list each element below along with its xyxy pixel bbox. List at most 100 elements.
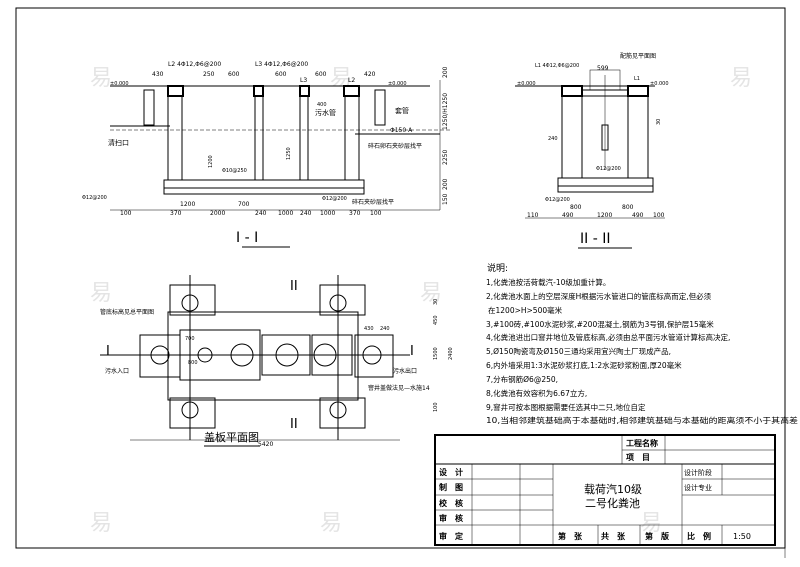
drawing-label: 审 核 [439,513,463,523]
drawing-label: 套管 [395,106,409,115]
scale-value: 1:50 [733,532,751,541]
drawing-label: 6,内外墙采用1:3水泥砂浆打底,1:2水泥砂浆粉面,厚20毫米 [486,360,682,370]
drawing-label: 比 例 [687,531,711,541]
section-1-1: L2 4Φ12,Φ6@200 L3 4Φ12,Φ6@200 L3 L2 430 … [82,61,450,248]
drawing-label: 易 [330,66,352,91]
drawing-label: 5,Ø150陶瓷弯及Ø150三通均采用宜兴陶土厂现成产品, [486,346,671,356]
drawing-label: 项 目 [626,453,650,462]
notes: 说明: 1,化粪池按活荷载汽-10级加重计算。 2,化粪池水面上的空层深度H根据… [486,262,799,425]
title-block: 工程名称 项 目 设 计 制 图 校 核 审 核 审 定 载荷汽10级 二号化粪… [434,434,776,546]
drawing-label: 599 [597,65,609,72]
drawing-label: 9,窨井可按本图根据需要任选其中二只,地位自定 [486,402,646,412]
drawing-label: 碎石夹砂层找平 [352,198,394,206]
drawing-label: 在1200>H>500毫米 [488,305,563,315]
drawing-label: 240 [255,210,267,217]
drawing-label: Φ12@200 [545,197,570,203]
drawing-label: 110 [527,212,539,219]
drawing-label: 240 [548,136,558,142]
drawing-label: 1500 [433,347,439,360]
drawing-label: Φ12@200 [596,166,621,172]
drawing-label: 2,化粪池水面上的空层深度H根据污水管进口的管底标高而定,但必须 [486,291,712,301]
drawing-label: 易 [420,281,442,306]
section-1-label: I - I [236,230,258,246]
drawing-label: 易 [320,511,342,536]
drawing-label: 制 图 [439,482,463,492]
drawing-label: 700 [238,201,250,208]
drawing-label: 配筋见平面图 [620,52,656,60]
drawing-label: 700 [185,336,195,342]
drawing-label: L1 4Φ12,Φ6@200 [535,63,579,69]
drawing-label: 1250 [286,147,292,160]
drawing-label: 易 [90,281,112,306]
drawing-label: 3,#100砖,#100水泥砂浆,#200混凝土,钢筋为3号钢,保护层15毫米 [486,319,714,329]
drawing-label: Φ150 A [390,127,413,134]
drawing-label: 易 [640,511,662,536]
drawing-label: 2400 [448,347,454,360]
drawing-label: L2 4Φ12,Φ6@200 [168,61,221,68]
drawing-label: 清扫口 [108,138,129,147]
drawing-label: 10,当相邻建筑基础高于本基础时,相邻建筑基础与本基础的距离须不小于其高差 [486,415,799,425]
drawing-label: 管底标高见总平面图 [100,308,154,316]
drawing-label: 400 [317,102,327,108]
drawing-label: 共 张 [601,531,626,541]
drawing-label: 100 [653,212,665,219]
section-2-label: II - II [580,231,610,247]
drawing-label: ±0.000 [110,81,129,87]
drawing-label: 450 [433,315,439,325]
drawing-label: 污水出口 [393,367,417,375]
drawing-label: L3 [300,77,307,84]
drawing-label: 240 [380,326,390,332]
drawing-label: ±0.000 [650,81,669,87]
drawing-label: ±0.000 [517,81,536,87]
drawing-label: II [290,279,298,294]
drawing-label: 250 [203,71,215,78]
drawing-label: 审 定 [439,531,463,541]
drawing-label: 490 [562,212,574,219]
drawing-label: 800 [622,204,634,211]
drawing-label: I [410,344,414,359]
drawing-label: 370 [349,210,361,217]
drawing-label: Φ12@200 [82,195,107,201]
drawing-label: ±0.000 [388,81,407,87]
drawing-label: 8,化粪池有效容积为6.67立方, [486,388,587,398]
drawing-label: 易 [90,511,112,536]
drawing-label: 5420 [258,441,273,448]
drawing-label: I [106,344,110,359]
drawing-label: 100 [433,402,439,412]
drawing-title-line2: 二号化粪池 [585,496,640,510]
drawing-label: 设计专业 [684,483,712,492]
drawing-label: 1000 [278,210,293,217]
drawing-label: 2000 [210,210,225,217]
drawing-label: Φ12@200 [322,196,347,202]
drawing-label: 4,化粪池进出口窨井地位及管底标高,必须由总平面污水管道计算标高决定, [486,332,730,342]
drawing-label: 1000 [320,210,335,217]
drawing-label: 1200 [597,212,612,219]
drawing-label: 600 [228,71,240,78]
drawing-label: 800 [188,360,198,366]
drawing-label: 1250/H1250 [442,93,449,130]
watermark: 易 易 易 易 易 易 易 易 [90,66,752,536]
plan-title: 盖板平面图 [204,430,259,444]
drawing-label: 污水管 [315,108,336,117]
drawing-label: 2250 [442,150,449,165]
drawing-label: 600 [275,71,287,78]
cover-plan: I I II II 污水入口 污水出口 管底标高见总平面图 窨井盖做法见—水施1… [100,275,454,448]
drawing-label: 易 [730,66,752,91]
drawing-label: 第 张 [558,531,583,541]
drawing-label: 150 [442,193,449,205]
drawing-label: L2 [348,77,355,84]
drawing-label: L1 [634,76,640,82]
drawing-label: 设 计 [439,467,463,477]
drawing-label: 工程名称 [626,438,658,448]
drawing-label: 800 [570,204,582,211]
drawing-title-line1: 载荷汽10级 [584,482,642,496]
drawing-label: 370 [170,210,182,217]
drawing-label: II [290,417,298,432]
drawing-frame [15,7,786,549]
drawing-label: 490 [632,212,644,219]
drawing-label: 校 核 [439,498,463,508]
drawing-label: Φ10@250 [222,168,247,174]
drawing-label: 430 [152,71,164,78]
drawing-label: 易 [90,66,112,91]
drawing-label: 200 [442,178,449,190]
